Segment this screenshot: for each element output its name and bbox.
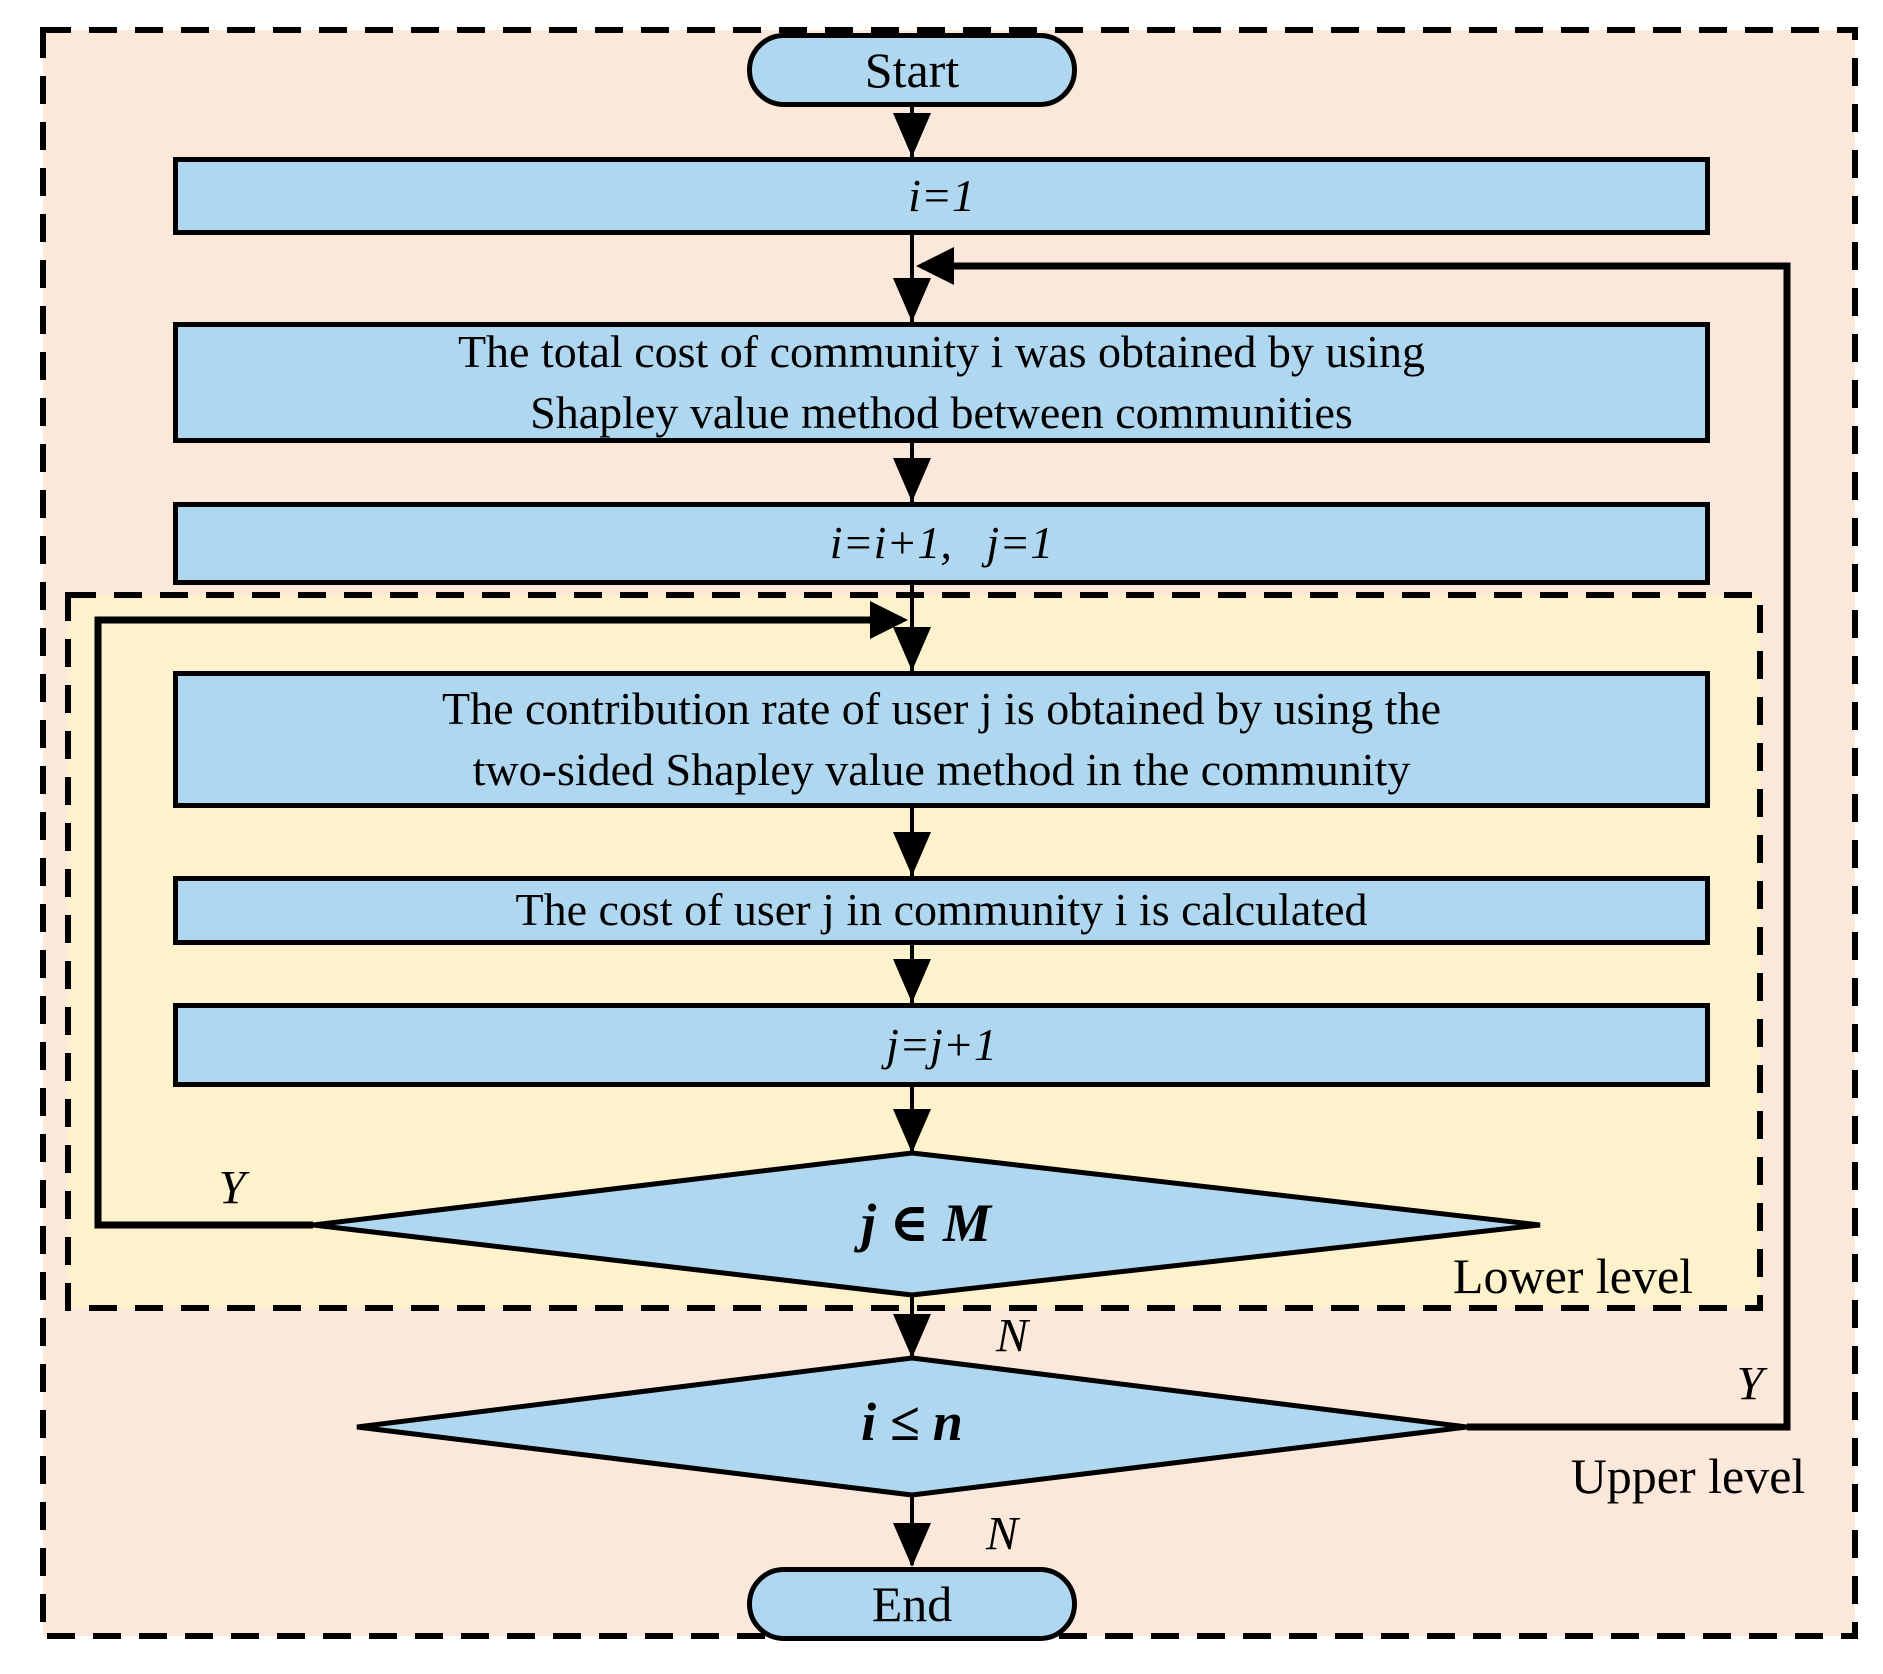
arrowhead-into-end-icon	[893, 1523, 931, 1567]
arrowhead-into-decision-i-icon	[893, 1314, 931, 1358]
decision-j-in-M-label: j ∈ M	[861, 1193, 991, 1253]
decision-j-in-M-diamond	[312, 1150, 1541, 1298]
end-terminator: End	[747, 1567, 1077, 1641]
process-init-i-label: i=1	[908, 169, 975, 221]
branch-label-j-no: N	[995, 1309, 1029, 1363]
process-init-i: i=1	[173, 157, 1710, 235]
arrowhead-into-user-cost-icon	[893, 832, 931, 876]
process-contribution-rate-line1: The contribution rate of user j is obtai…	[442, 682, 1441, 734]
process-contribution-rate: The contribution rate of user j is obtai…	[173, 671, 1710, 808]
branch-label-i-no: N	[985, 1507, 1019, 1561]
process-increment-i: i=i+1, j=1	[173, 502, 1710, 585]
branch-label-j-yes: Y	[218, 1161, 246, 1215]
process-contribution-rate-line2: two-sided Shapley value method in the co…	[472, 743, 1411, 795]
lower-loop-arrowhead-right-icon	[870, 601, 908, 639]
upper-loop-line	[922, 262, 1791, 1431]
start-terminator: Start	[747, 33, 1077, 107]
arrowhead-into-contribution-icon	[893, 627, 931, 671]
start-label: Start	[864, 42, 960, 98]
process-total-cost: The total cost of community i was obtain…	[173, 322, 1710, 443]
lower-level-caption: Lower level	[1452, 1248, 1694, 1304]
arrowhead-into-total-cost-icon	[893, 278, 931, 322]
process-total-cost-line1: The total cost of community i was obtain…	[457, 325, 1426, 377]
process-user-cost-label: The cost of user j in community i is cal…	[515, 884, 1368, 936]
lower-loop-line	[94, 616, 902, 1229]
arrowhead-into-increment-i-icon	[893, 458, 931, 502]
upper-loop-arrowhead-left-icon	[916, 247, 954, 285]
process-total-cost-line2: Shapley value method between communities	[530, 386, 1353, 438]
decision-i-le-n-label: i ≤ n	[861, 1392, 963, 1452]
branch-label-i-yes: Y	[1736, 1357, 1764, 1411]
arrowhead-into-decision-j-icon	[893, 1109, 931, 1153]
decision-i-le-n-diamond	[356, 1355, 1468, 1498]
arrowhead-into-init-i-icon	[893, 113, 931, 157]
process-increment-j-label: j=j+1	[886, 1018, 997, 1070]
process-user-cost: The cost of user j in community i is cal…	[173, 876, 1710, 945]
arrowhead-into-increment-j-icon	[893, 959, 931, 1003]
upper-level-caption: Upper level	[1570, 1448, 1806, 1504]
process-increment-j: j=j+1	[173, 1003, 1710, 1087]
end-label: End	[871, 1576, 953, 1632]
process-increment-i-label: i=i+1, j=1	[829, 517, 1054, 569]
